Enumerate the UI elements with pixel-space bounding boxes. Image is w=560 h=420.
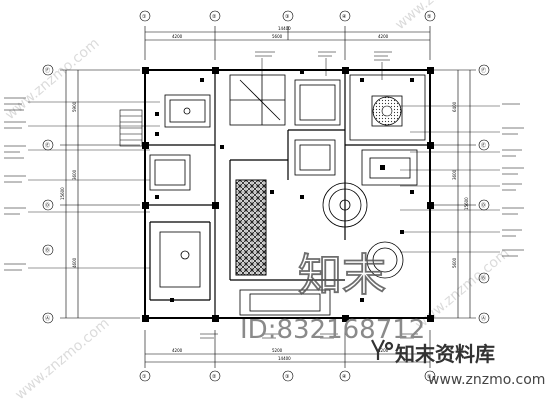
axis-left-b: Ⓑ [45, 247, 50, 254]
ornate-ceiling-top-right [372, 96, 402, 126]
axis-left-e: Ⓔ [45, 142, 50, 149]
axis-bottom-3: ③ [285, 374, 289, 380]
dim-bottom-mid: 5200 [272, 348, 283, 353]
dim-top-total: 14400 [278, 26, 291, 31]
right-axis-markers [478, 64, 490, 324]
bottom-axis-markers [139, 370, 436, 382]
axis-right-e: Ⓔ [481, 142, 486, 149]
dim-left-c: 4600 [72, 257, 77, 268]
dim-right-total: 15600 [464, 197, 469, 210]
dim-bottom-total: 14400 [278, 356, 291, 361]
dim-right-c: 5600 [452, 257, 457, 268]
dim-top-mid: 5600 [272, 34, 283, 39]
axis-right-b: Ⓑ [481, 275, 486, 282]
diag-watermark-2: www.znzmo.com [12, 315, 112, 403]
diag-watermark-3: www.znzmo.com [392, 0, 492, 33]
axis-right-a: Ⓐ [481, 315, 486, 322]
axis-top-3: ③ [285, 14, 289, 20]
axis-top-2: ② [212, 14, 217, 20]
axis-bottom-2: ② [212, 374, 217, 380]
axis-bottom-5: ⑤ [427, 374, 431, 380]
axis-left-a: Ⓐ [45, 315, 50, 322]
brand-footer: 知末资料库 www.znzmo.com [371, 339, 545, 388]
brand-url: www.znzmo.com [428, 372, 545, 388]
dim-left-b: 3600 [72, 169, 77, 180]
brand-logo-icon [371, 339, 394, 360]
axis-bottom-1: ① [142, 374, 147, 380]
axis-top-1: ① [142, 14, 147, 20]
axis-right-f: Ⓕ [481, 67, 486, 74]
annotation-marks-bottom [200, 333, 418, 339]
dim-bottom-right: 4200 [378, 348, 389, 353]
annotation-marks-right [502, 103, 524, 257]
bottom-dimensions [144, 330, 431, 368]
brand-logo-watermark: 知末 [297, 249, 387, 302]
dim-bottom-left: 4200 [172, 348, 183, 353]
axis-bottom-4: ④ [342, 374, 347, 380]
dim-top-right: 4200 [378, 34, 389, 39]
dim-top-left: 4200 [172, 34, 183, 39]
axis-right-d: Ⓓ [481, 202, 486, 209]
axis-left-d: Ⓓ [45, 202, 50, 209]
annotation-leaders-right [400, 105, 500, 253]
logo-glyph: 知末 [298, 250, 386, 301]
left-dimensions [60, 69, 140, 319]
top-axis-markers [139, 10, 436, 22]
annotation-marks-left [4, 97, 26, 271]
interior-walls [145, 70, 430, 318]
dim-right-b: 3600 [452, 169, 457, 180]
annotation-marks-top [255, 51, 392, 80]
right-dimensions [430, 69, 476, 319]
axis-top-5: ⑤ [427, 14, 431, 20]
left-axis-markers [42, 64, 54, 324]
brand-name: 知末资料库 [395, 342, 495, 366]
stair-left [119, 109, 143, 147]
id-watermark: ID:832168712 [240, 315, 425, 345]
dim-right-a: 6400 [452, 101, 457, 112]
annotation-leaders-left [28, 101, 160, 269]
dim-left-a: 5900 [72, 101, 77, 112]
corridor-tile-pattern [235, 179, 267, 276]
dim-left-total: 15600 [60, 187, 65, 200]
top-dimensions [144, 26, 431, 60]
axis-left-f: Ⓕ [45, 67, 50, 74]
axis-top-4: ④ [342, 14, 347, 20]
ceiling-features [149, 74, 426, 316]
